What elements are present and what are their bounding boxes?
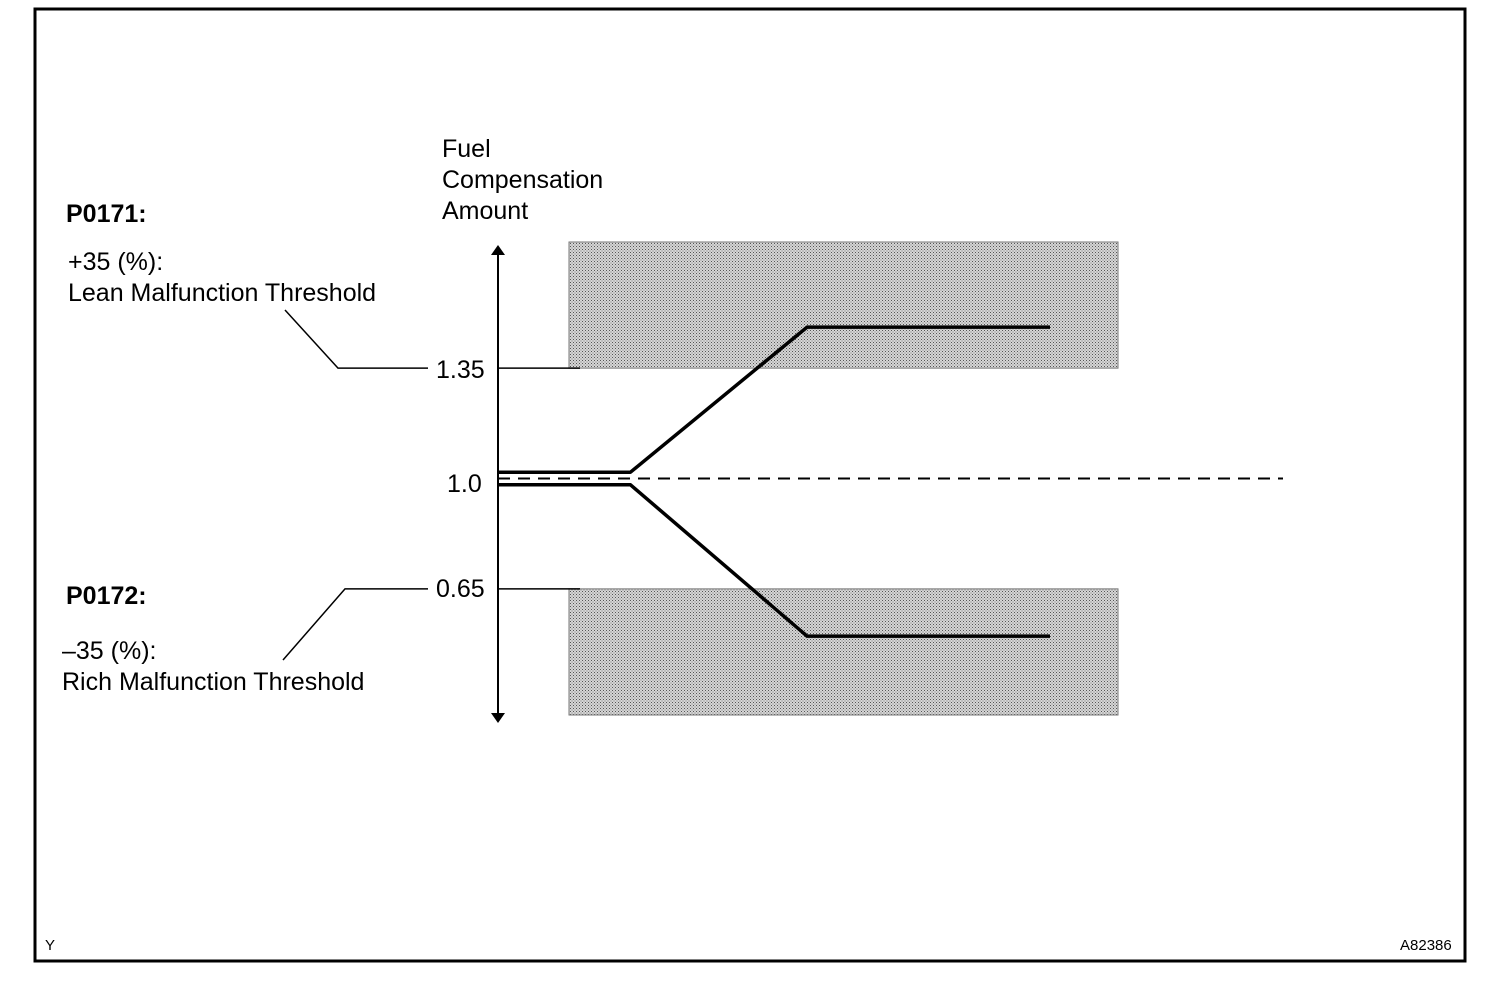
axis-title-line-3: Amount xyxy=(442,197,529,225)
footer-left-code: Y xyxy=(45,937,56,954)
lean-code-label: P0171: xyxy=(66,200,147,228)
lean-threshold-label: Lean Malfunction Threshold xyxy=(68,279,377,307)
y-tick-label-1-0: 1.0 xyxy=(447,470,482,498)
rich-value-text: –35 (%): xyxy=(62,637,157,665)
frame-border xyxy=(33,7,1467,963)
rich-malfunction-region xyxy=(568,588,1119,716)
axis-title-line-2: Compensation xyxy=(442,166,604,194)
y-tick-label-0-65: 0.65 xyxy=(436,575,485,603)
y-tick-label-1-35: 1.35 xyxy=(436,356,485,384)
axis-title-line-1: Fuel xyxy=(442,135,491,163)
series-lean-line xyxy=(498,325,1050,474)
lean-value-text: +35 (%): xyxy=(68,248,164,276)
lean-leader-line xyxy=(284,309,428,369)
rich-threshold-label: Rich Malfunction Threshold xyxy=(62,668,365,696)
lean-malfunction-region xyxy=(568,241,1119,369)
rich-leader-line xyxy=(282,588,428,661)
rich-code-label: P0172: xyxy=(66,582,147,610)
figure-id: A82386 xyxy=(1400,937,1452,954)
chart-marks xyxy=(282,241,1283,723)
series-rich-line xyxy=(498,483,1050,638)
